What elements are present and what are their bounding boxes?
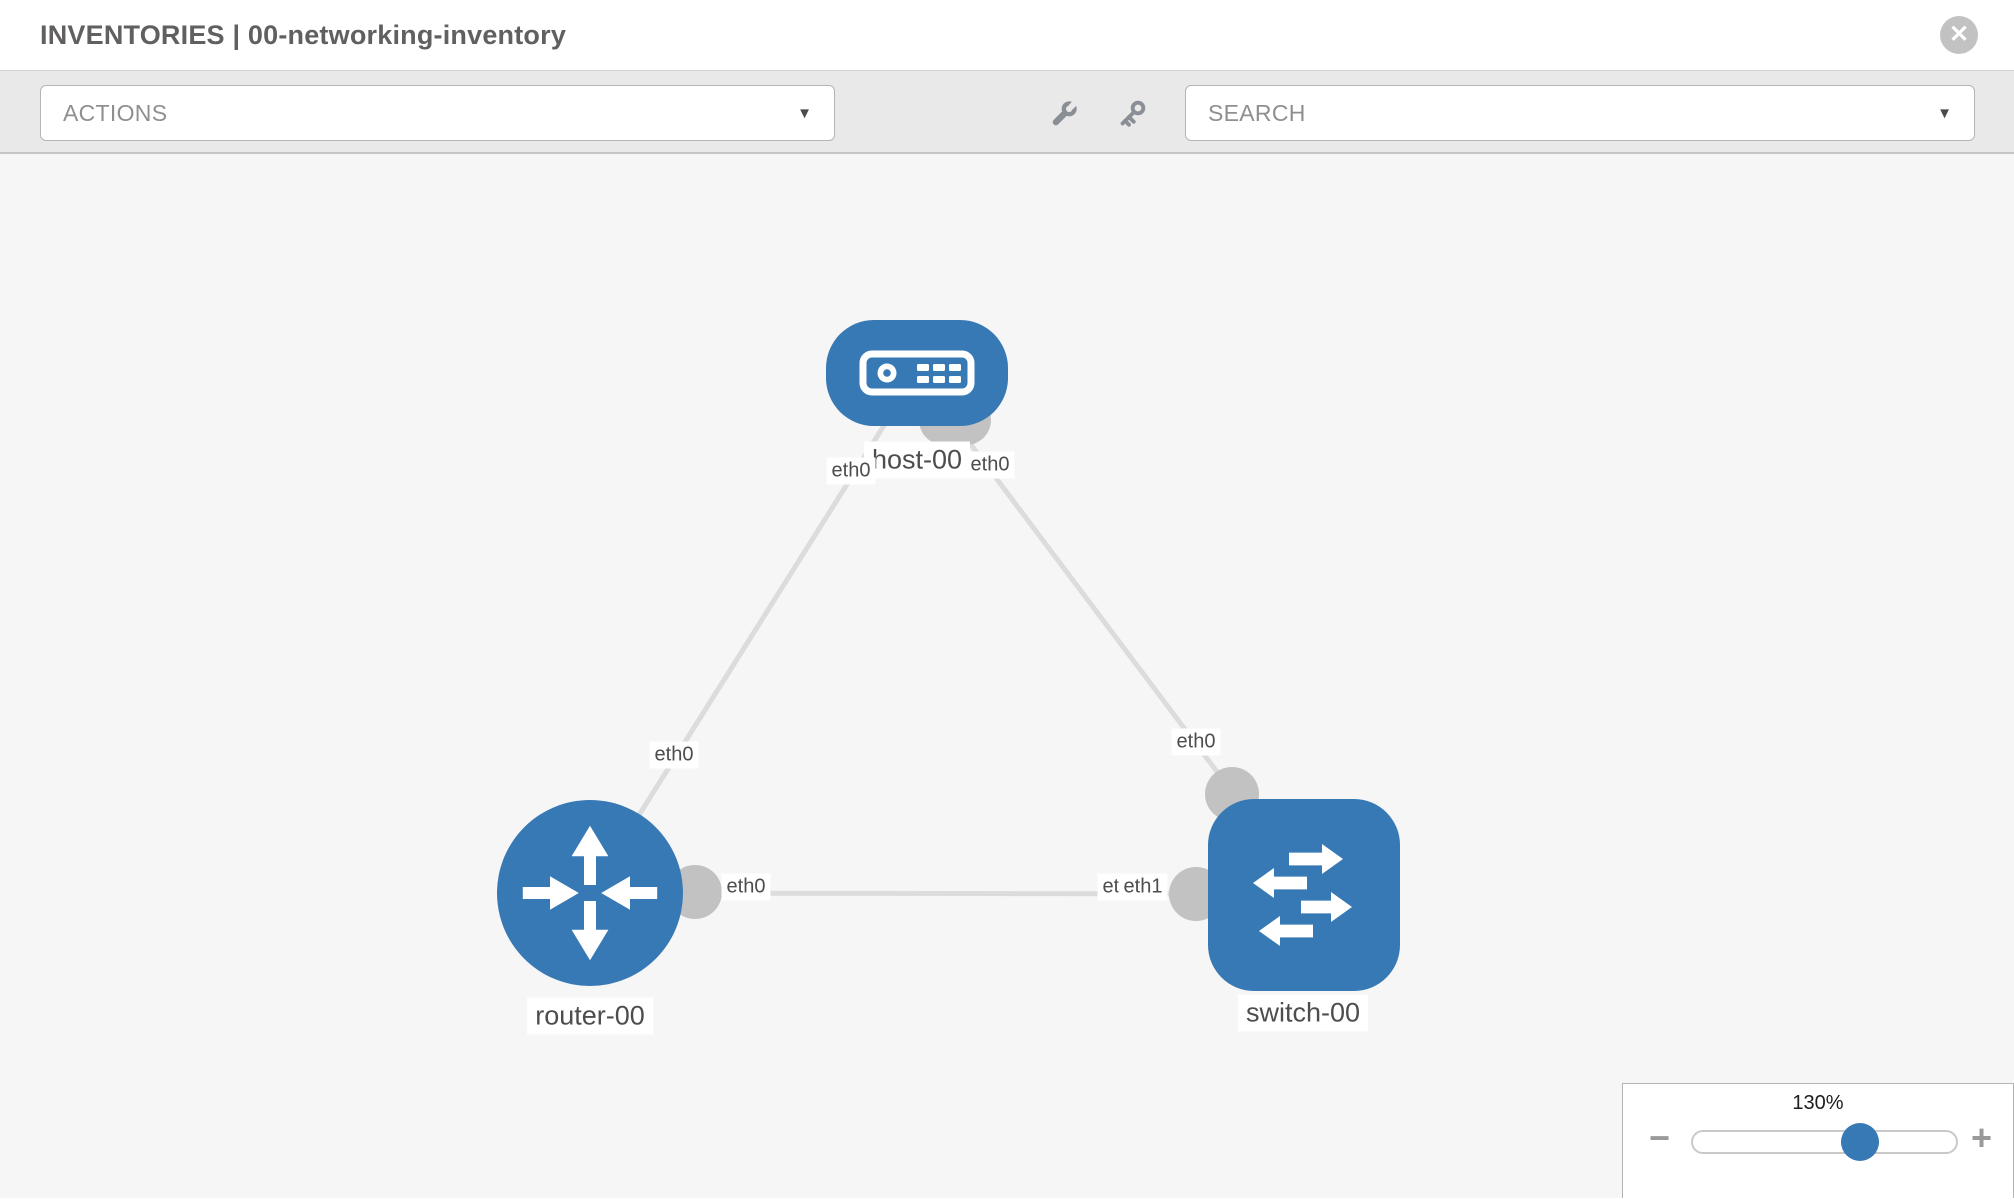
zoom-slider-track[interactable]	[1691, 1130, 1958, 1154]
host-icon	[859, 350, 975, 396]
node-label-router: router-00	[527, 997, 653, 1035]
iface-label-host-eth0-left: eth0	[826, 457, 876, 485]
node-host-00[interactable]	[826, 320, 1008, 426]
iface-label-host-eth0-right: eth0	[965, 451, 1015, 479]
zoom-in-button[interactable]: +	[1971, 1117, 1993, 1158]
chevron-down-icon: ▼	[1937, 104, 1952, 122]
iface-label-switch-eth0-uplink: eth0	[1171, 728, 1221, 756]
node-label-switch: switch-00	[1237, 994, 1369, 1032]
wrench-icon[interactable]	[1047, 97, 1081, 131]
actions-dropdown-label: ACTIONS	[63, 99, 168, 126]
node-switch-00[interactable]	[1208, 799, 1400, 991]
key-icon[interactable]	[1115, 97, 1149, 131]
zoom-panel: 130% − +	[1622, 1083, 2014, 1198]
toolbar: ACTIONS ▼ SEARCH ▼	[0, 70, 2014, 154]
node-label-host: host-00	[863, 441, 971, 479]
chevron-down-icon: ▼	[797, 104, 812, 122]
zoom-slider-handle[interactable]	[1841, 1123, 1879, 1161]
page-title: INVENTORIES | 00-networking-inventory	[40, 19, 567, 50]
search-dropdown-label: SEARCH	[1208, 99, 1306, 126]
actions-dropdown[interactable]: ACTIONS ▼	[40, 85, 835, 141]
iface-label-router-eth0-uplink: eth0	[649, 741, 699, 769]
node-router-00[interactable]	[497, 800, 683, 986]
search-dropdown[interactable]: SEARCH ▼	[1185, 85, 1975, 141]
topology-canvas[interactable]: host-00 router-00 switch-00 eth0 eth0 et…	[0, 154, 2014, 1198]
close-icon: ✕	[1948, 21, 1970, 48]
iface-label-router-eth0-lan: eth0	[721, 873, 771, 901]
iface-label-switch-eth1: eth1	[1118, 873, 1168, 901]
close-button[interactable]: ✕	[1940, 16, 1978, 54]
zoom-level-value: 130%	[1792, 1092, 1844, 1114]
switch-icon	[1253, 844, 1352, 946]
zoom-out-button[interactable]: −	[1649, 1117, 1671, 1158]
header-bar: INVENTORIES | 00-networking-inventory ✕	[0, 0, 2014, 70]
router-icon	[522, 825, 658, 961]
topology-links-layer	[587, 371, 1305, 921]
